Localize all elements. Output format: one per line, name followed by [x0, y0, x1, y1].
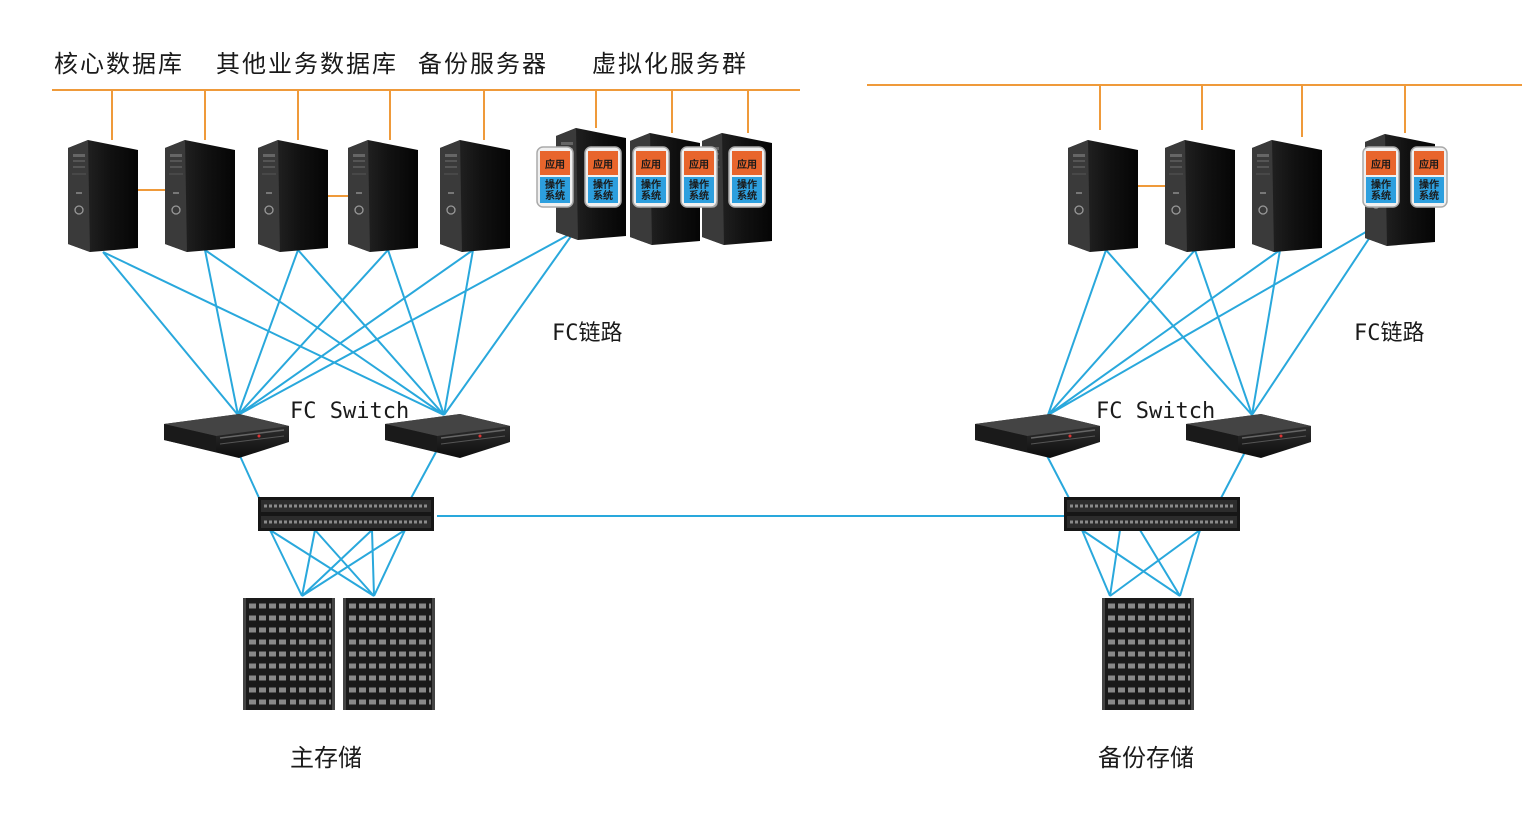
fc-links [102, 224, 1379, 597]
storage-controller-backup [1062, 495, 1242, 533]
vm-os-label-line2: 系统 [593, 189, 613, 202]
vm-os-label-line1: 操作 [545, 178, 565, 191]
label-virtual-cluster: 虚拟化服务群 [592, 50, 748, 78]
label-fc-switch-right: FC Switch [1096, 399, 1216, 424]
vm-os-label-line1: 操作 [737, 178, 757, 191]
vm-os-label-line1: 操作 [1371, 178, 1391, 191]
storage-controller-primary [256, 495, 436, 533]
primary-disk-rack-1 [243, 598, 335, 710]
label-core-db: 核心数据库 [54, 50, 184, 78]
vm-os-label-line2: 系统 [737, 189, 757, 202]
vm-app-label: 应用 [641, 158, 661, 171]
vm-os-label-line2: 系统 [641, 189, 661, 202]
backup-disk-rack [1102, 598, 1194, 710]
server-other-db-2 [257, 139, 329, 253]
vm-tiles: 应用操作系统应用操作系统应用操作系统应用操作系统应用操作系统应用操作系统应用操作… [536, 146, 1448, 208]
label-backup-server: 备份服务器 [418, 50, 548, 78]
server-other-db-3 [347, 139, 419, 253]
label-primary-storage: 主存储 [290, 744, 362, 772]
primary-disk-rack-2 [343, 598, 435, 710]
label-other-db: 其他业务数据库 [216, 50, 398, 78]
server-right-3 [1251, 139, 1323, 253]
vm-os-label-line2: 系统 [1419, 189, 1439, 202]
vm-app-label: 应用 [1419, 158, 1439, 171]
label-fc-link-left: FC链路 [552, 321, 623, 346]
server-right-2 [1164, 139, 1236, 253]
server-other-db-1 [164, 139, 236, 253]
label-fc-switch-left: FC Switch [290, 399, 410, 424]
vm-os-label-line1: 操作 [689, 178, 709, 191]
label-fc-link-right: FC链路 [1354, 321, 1425, 346]
vm-os-label-line1: 操作 [641, 178, 661, 191]
vm-os-label-line2: 系统 [545, 189, 565, 202]
vm-app-label: 应用 [1371, 158, 1391, 171]
vm-app-label: 应用 [593, 158, 613, 171]
fc-switch-right-1 [974, 413, 1101, 459]
fc-switch-left-1 [163, 413, 290, 459]
vm-os-label-line2: 系统 [689, 189, 709, 202]
vm-app-label: 应用 [545, 158, 565, 171]
server-core-db [67, 139, 139, 253]
vm-os-label-line1: 操作 [1419, 178, 1439, 191]
vm-app-label: 应用 [689, 158, 709, 171]
label-backup-storage: 备份存储 [1098, 744, 1194, 772]
vm-os-label-line2: 系统 [1371, 189, 1391, 202]
vm-os-label-line1: 操作 [593, 178, 613, 191]
server-backup [439, 139, 511, 253]
vm-app-label: 应用 [737, 158, 757, 171]
server-right-1 [1067, 139, 1139, 253]
